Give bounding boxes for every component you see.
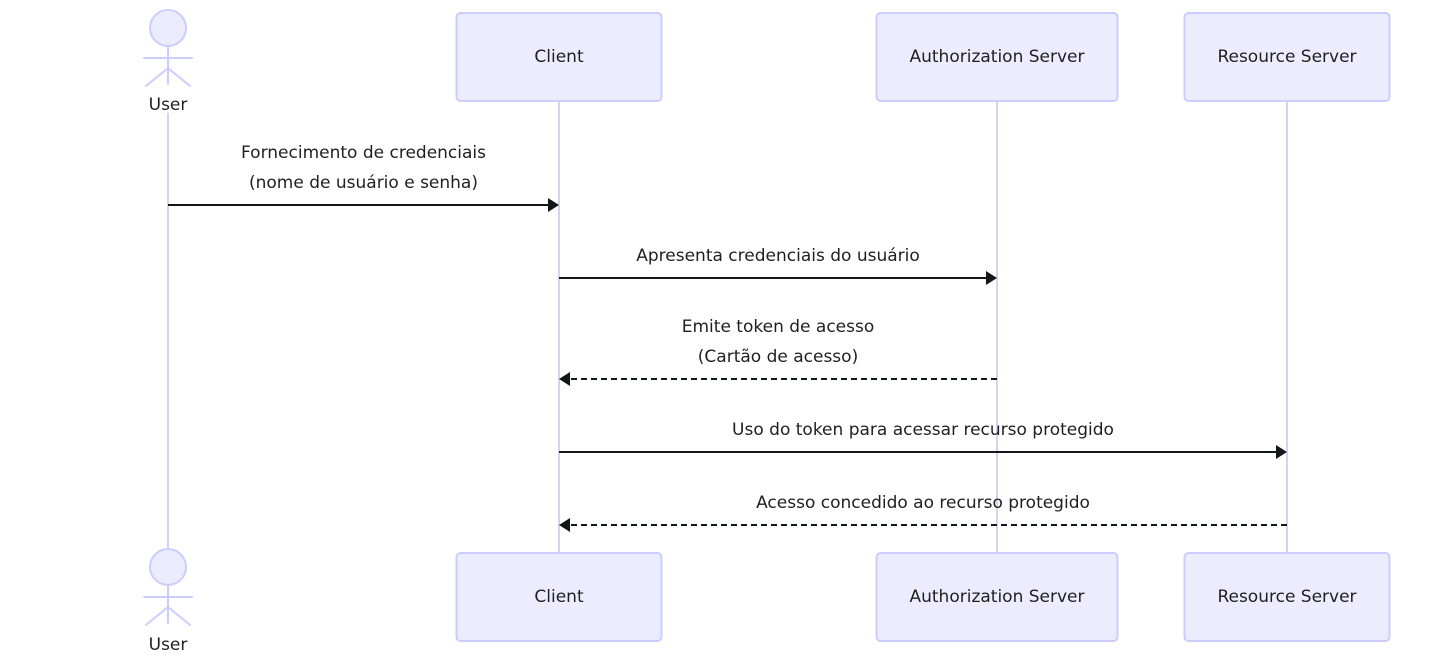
message-arrowhead-icon: [986, 271, 997, 285]
message-arrowhead-icon: [548, 198, 559, 212]
message-3[interactable]: Emite token de acesso (Cartão de acesso): [559, 317, 997, 386]
actor-head-icon: [149, 548, 187, 586]
participant-box: [1183, 12, 1391, 102]
participant-client-top[interactable]: Client: [455, 12, 663, 102]
participant-resource-top[interactable]: Resource Server: [1183, 12, 1391, 102]
message-arrowhead-icon: [1276, 445, 1287, 459]
participant-label-resource: Resource Server: [1217, 47, 1356, 67]
participant-box: [875, 552, 1119, 642]
participants-top-group: User Client Authorization Server Resource S…: [143, 9, 1391, 115]
participant-label-resource: Resource Server: [1217, 587, 1356, 607]
actor-label-user: User: [149, 635, 188, 655]
message-label-1-line-1: Fornecimento de credenciais: [241, 143, 486, 163]
participant-box: [875, 12, 1119, 102]
message-arrowhead-icon: [559, 372, 570, 386]
participant-label-auth: Authorization Server: [909, 587, 1084, 607]
actor-label-user: User: [149, 95, 188, 115]
actor-user[interactable]: User: [143, 548, 193, 655]
participant-client-bottom[interactable]: Client: [455, 552, 663, 642]
message-label-3-line-2: (Cartão de acesso): [698, 347, 858, 367]
participants-bottom-group: User Client Authorization Server Resource S…: [143, 548, 1391, 655]
participant-label-client: Client: [534, 47, 584, 67]
message-2[interactable]: Apresenta credenciais do usuário: [559, 246, 997, 285]
message-label-3-line-1: Emite token de acesso: [682, 317, 875, 337]
participant-resource-bottom[interactable]: Resource Server: [1183, 552, 1391, 642]
participant-label-client: Client: [534, 587, 584, 607]
message-label-2-line-1: Apresenta credenciais do usuário: [636, 246, 920, 266]
actor-legs-icon: [145, 605, 191, 626]
message-label-1-line-2: (nome de usuário e senha): [249, 173, 478, 193]
actor-legs-icon: [145, 66, 191, 87]
message-label-4-line-1: Uso do token para acessar recurso proteg…: [732, 420, 1114, 440]
participant-label-auth: Authorization Server: [909, 47, 1084, 67]
message-label-5-line-1: Acesso concedido ao recurso protegido: [756, 493, 1090, 513]
participant-box: [1183, 552, 1391, 642]
message-1[interactable]: Fornecimento de credenciais (nome de usuá…: [168, 143, 559, 212]
lifelines-group: [167, 101, 1288, 553]
participant-auth-top[interactable]: Authorization Server: [875, 12, 1119, 102]
messages-group: Fornecimento de credenciais (nome de usuá…: [168, 143, 1287, 532]
message-5[interactable]: Acesso concedido ao recurso protegido: [559, 493, 1287, 532]
participant-box: [455, 552, 663, 642]
participant-box: [455, 12, 663, 102]
participant-auth-bottom[interactable]: Authorization Server: [875, 552, 1119, 642]
message-arrowhead-icon: [559, 518, 570, 532]
actor-head-icon: [149, 9, 187, 47]
actor-user[interactable]: User: [143, 9, 193, 115]
message-4[interactable]: Uso do token para acessar recurso proteg…: [559, 420, 1287, 459]
